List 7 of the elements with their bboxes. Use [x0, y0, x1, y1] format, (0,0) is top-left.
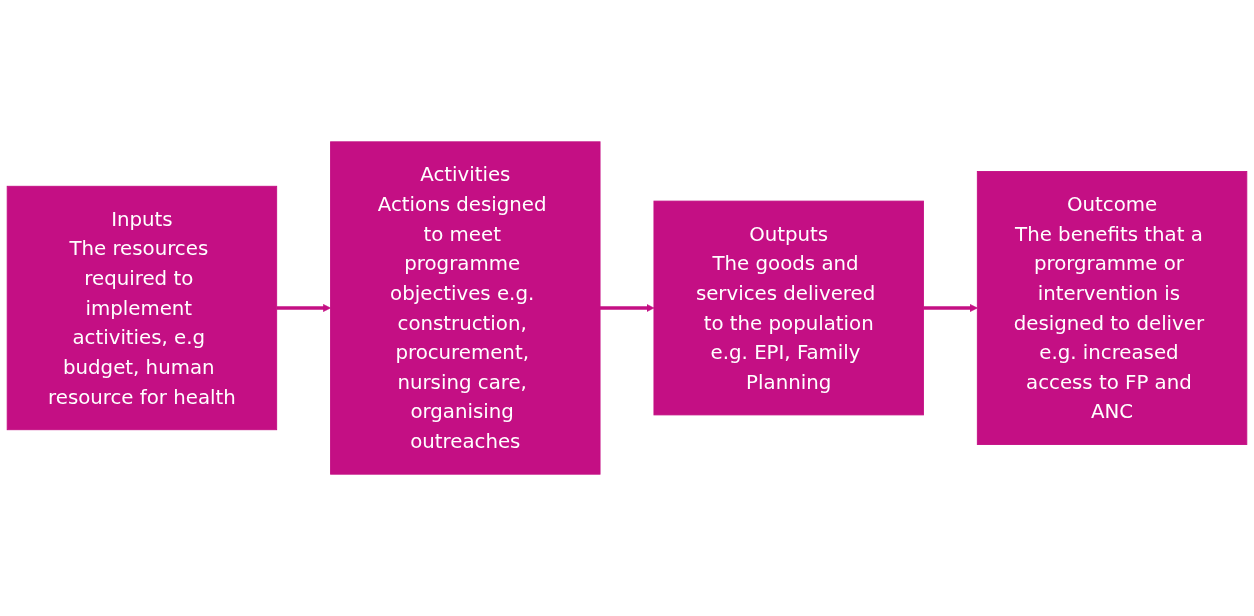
node-box: Activities Actions designed to meet programme objectives e.g. construction, procurement, nursing care, organising outreaches — [330, 141, 601, 475]
arrow — [600, 304, 655, 312]
node-box: Outcome The benefits that a prorgramme or intervention is designed to deliver e.g. increased access to FP and ANC — [976, 171, 1248, 445]
arrow — [276, 304, 331, 312]
node-box: Outputs The goods and services delivered to the population e.g. EPI, Family Planning — [653, 200, 924, 416]
arrow — [923, 304, 978, 312]
node-box: Inputs The resources required to implement activities, e.g budget, human resource for health — [6, 185, 278, 431]
